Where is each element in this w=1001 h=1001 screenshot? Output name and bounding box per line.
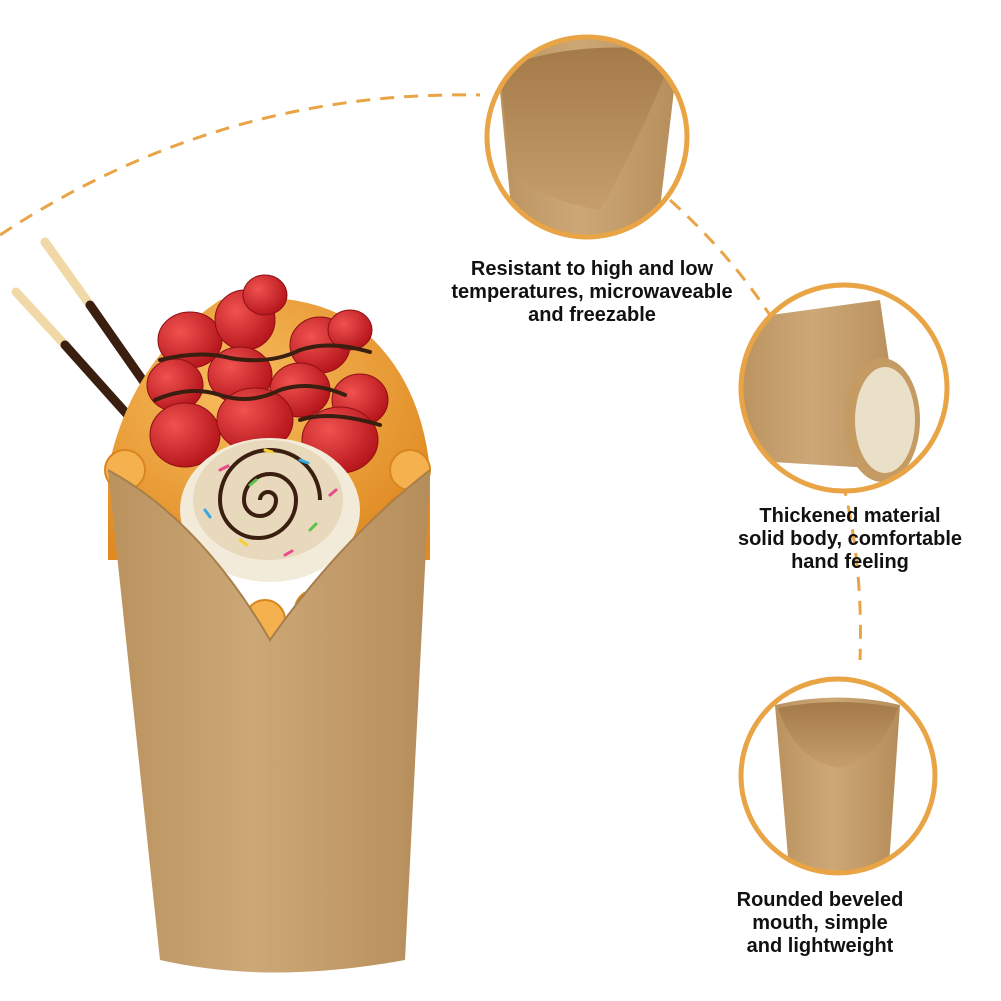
dashed-connector-arc bbox=[0, 93, 862, 661]
main-product-cup bbox=[11, 237, 431, 973]
chocolate-drizzle bbox=[153, 343, 382, 427]
strawberries bbox=[146, 274, 389, 474]
beveled-cup-closeup-icon bbox=[484, 34, 690, 240]
kraft-cup-body bbox=[108, 470, 430, 973]
rounded-mouth-cup-icon bbox=[738, 676, 938, 876]
thick-rim-closeup-icon bbox=[738, 282, 950, 494]
feature-caption-temperature: Resistant to high and low temperatures, … bbox=[451, 258, 733, 326]
ice-cream-swirl bbox=[180, 438, 360, 582]
feature-caption-thickened: Thickened material solid body, comfortab… bbox=[737, 505, 963, 573]
feature-caption-rounded-mouth: Rounded beveled mouth, simple and lightw… bbox=[736, 889, 904, 957]
